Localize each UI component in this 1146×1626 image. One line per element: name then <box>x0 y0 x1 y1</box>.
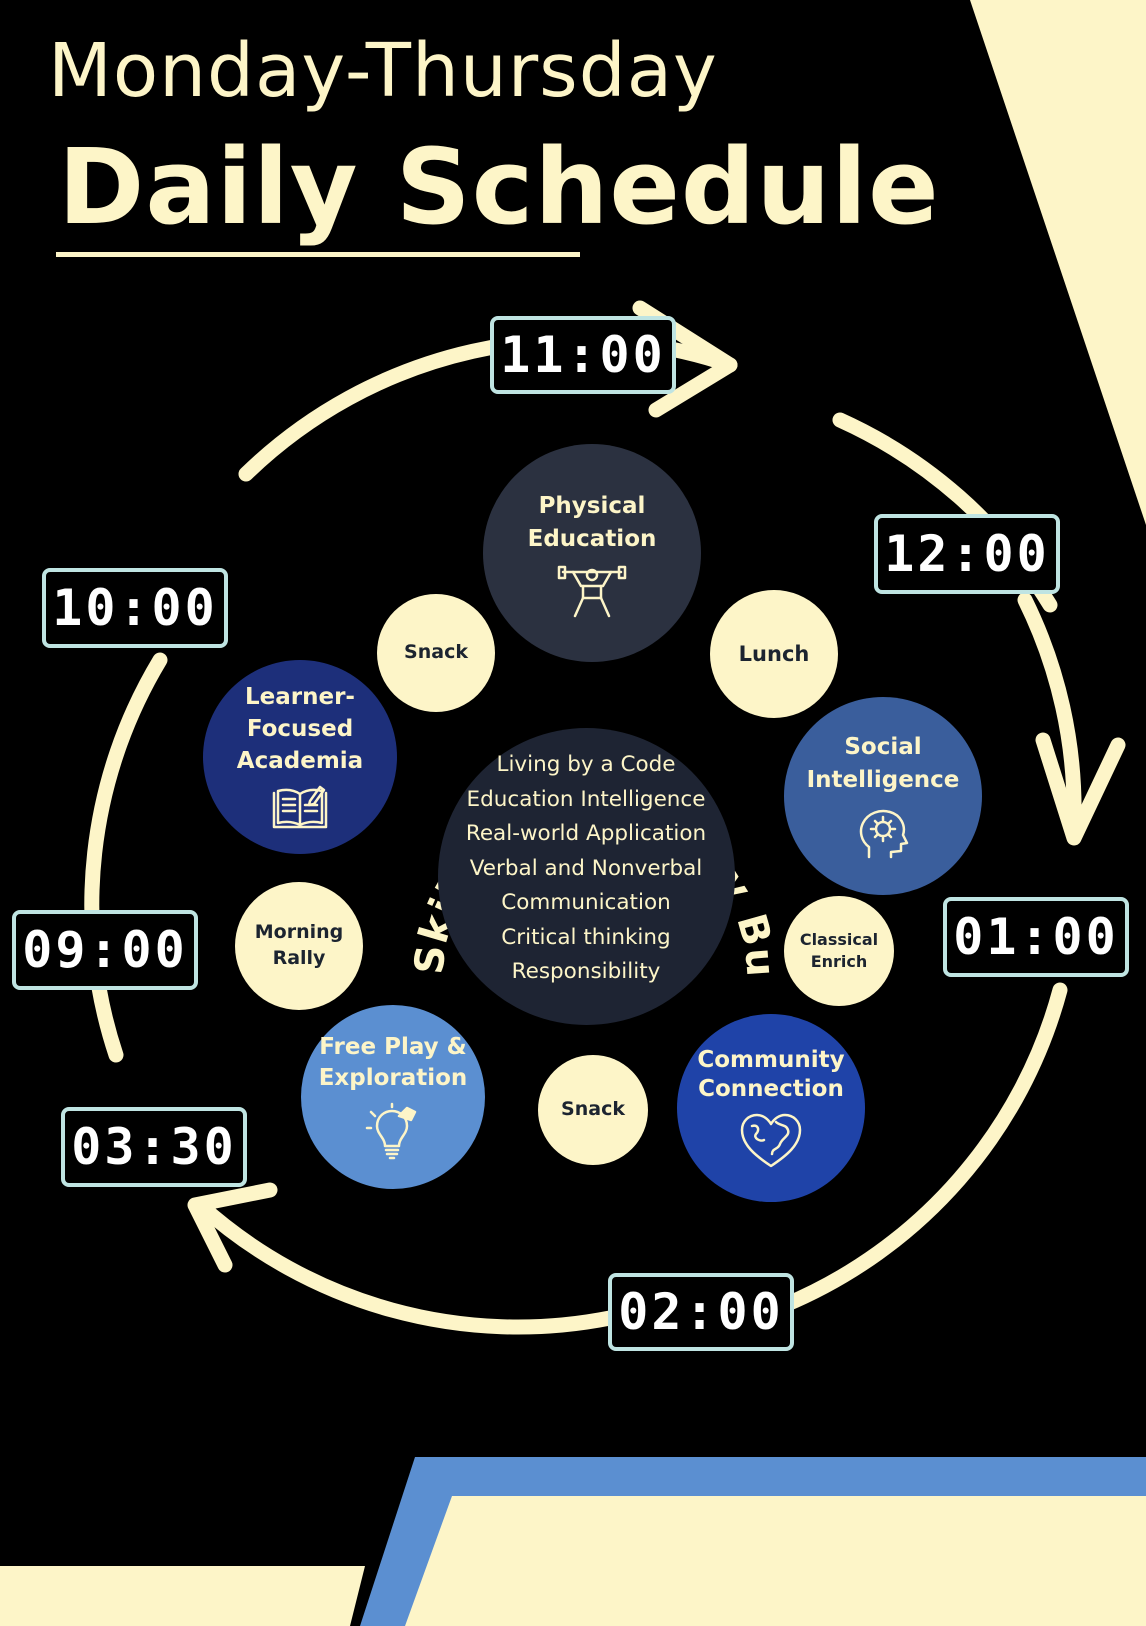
bottom-left-cream-band <box>0 1566 365 1626</box>
activity-free-play: Free Play & Exploration <box>301 1005 485 1189</box>
activity-label: Free Play & Exploration <box>318 1033 468 1091</box>
arrow-0200-to-0330 <box>192 1197 618 1335</box>
skill-item: Real-world Application <box>465 821 707 846</box>
skill-item: Responsibility <box>511 959 661 984</box>
center-circle <box>438 728 735 1025</box>
clock-0100: 01:00 <box>943 897 1129 977</box>
arrow-0330-head <box>187 1182 278 1273</box>
skill-item: Communication <box>501 890 671 915</box>
break-classical-enrich: Classical Enrich <box>784 896 894 1006</box>
activity-physical-education: Physical Education <box>483 444 701 662</box>
skill-item: Verbal and Nonverbal <box>469 855 703 881</box>
head-gear-icon <box>859 810 909 859</box>
activity-label: Social Intelligence <box>806 733 960 793</box>
activity-learner-focused-academia: Learner- Focused Academia <box>203 660 397 854</box>
activity-community-connection: Community Connection <box>677 1014 865 1202</box>
activity-social-intelligence: Social Intelligence <box>784 697 982 895</box>
clock-1100: 11:00 <box>490 316 676 394</box>
skill-item: Living by a Code <box>496 752 676 777</box>
open-book-icon <box>272 786 328 829</box>
arrow-1200-to-0100 <box>1017 592 1082 828</box>
activity-label: Community Connection <box>697 1047 845 1102</box>
break-snack-bottom: Snack <box>538 1055 648 1165</box>
skill-item: Education Intelligence <box>466 786 706 812</box>
arrow-0100-to-0200 <box>777 982 1068 1313</box>
weightlifter-icon <box>557 566 627 618</box>
clock-1000: 10:00 <box>42 568 228 648</box>
top-right-cream-band <box>970 0 1146 525</box>
arrow-0100-head <box>1035 732 1126 846</box>
lightbulb-icon <box>365 1102 417 1160</box>
skill-item: Critical thinking <box>501 924 671 950</box>
activity-label: Learner- Focused Academia <box>236 683 364 775</box>
title-main: Daily Schedule <box>58 126 940 248</box>
life-skills-list: Living by a Code Education Intelligence … <box>426 748 746 990</box>
bottom-cream-band <box>405 1496 1146 1626</box>
clock-0200: 02:00 <box>608 1273 794 1351</box>
clock-0330: 03:30 <box>61 1107 247 1187</box>
heart-globe-icon <box>740 1113 802 1167</box>
title-underline <box>56 252 580 257</box>
break-morning-rally: Morning Rally <box>235 882 363 1010</box>
break-snack-top: Snack <box>377 594 495 712</box>
cycle-arrows <box>84 300 1126 1335</box>
activity-label: Physical Education <box>527 492 657 552</box>
clock-0900: 09:00 <box>12 910 198 990</box>
title-days: Monday-Thursday <box>48 28 718 114</box>
clock-1200: 12:00 <box>874 514 1060 594</box>
break-lunch: Lunch <box>710 590 838 718</box>
arrow-0900-to-1000 <box>84 652 168 1063</box>
